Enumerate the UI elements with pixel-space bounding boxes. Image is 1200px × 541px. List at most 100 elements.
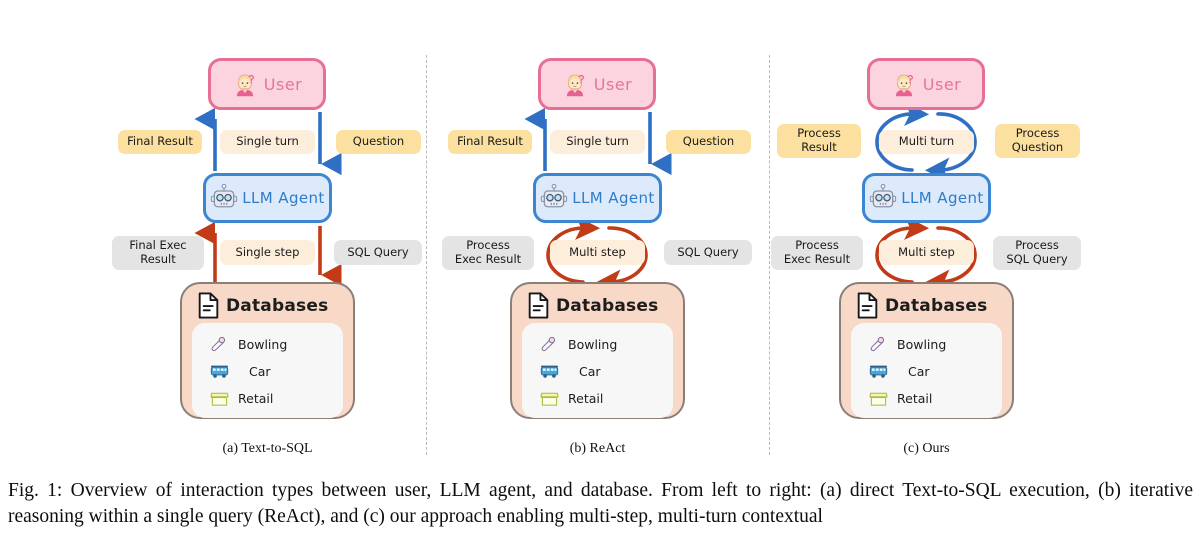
panel-react: User LLM Agent Databases Bowling bbox=[426, 0, 769, 470]
chip-top-mid-c: Multi turn bbox=[879, 130, 974, 154]
database-title-row: Databases bbox=[856, 292, 1002, 319]
chip-top-right-c-line-1: Process bbox=[1015, 126, 1060, 141]
user-node-c[interactable]: User bbox=[867, 58, 985, 110]
database-item-label: Retail bbox=[238, 391, 274, 406]
chip-bot-right-c-line-1: Process bbox=[1015, 238, 1059, 253]
user-node-label: User bbox=[593, 74, 633, 94]
figure-caption: Fig. 1: Overview of interaction types be… bbox=[8, 478, 1193, 530]
database-list-item[interactable]: Bowling bbox=[869, 331, 1002, 358]
bowling-pin-icon bbox=[210, 335, 229, 354]
chip-top-left-b: Final Result bbox=[448, 130, 532, 154]
chip-bot-mid-a-line-1: Single step bbox=[235, 244, 300, 259]
chip-top-right-c-line-2: Question bbox=[1011, 140, 1064, 154]
chip-bot-right-a-line-1: SQL Query bbox=[347, 244, 409, 259]
chip-top-left-a-line-1: Final Result bbox=[127, 134, 193, 149]
llm-agent-node-b[interactable]: LLM Agent bbox=[533, 173, 662, 223]
chip-bot-left-c-line-2: Exec Result bbox=[783, 252, 851, 266]
database-title-row: Databases bbox=[527, 292, 673, 319]
chip-bot-right-c-line-2: SQL Query bbox=[1006, 252, 1068, 266]
user-question-icon bbox=[562, 71, 588, 97]
shop-icon bbox=[540, 389, 559, 408]
database-item-label: Bowling bbox=[897, 337, 947, 352]
database-item-label: Retail bbox=[568, 391, 604, 406]
robot-icon bbox=[210, 183, 238, 212]
chip-bot-mid-b-line-1: Multi step bbox=[569, 244, 626, 259]
chip-top-left-c-line-1: Process bbox=[797, 126, 841, 141]
database-list-item[interactable]: Retail bbox=[540, 385, 673, 412]
database-list-item[interactable]: Retail bbox=[210, 385, 343, 412]
chip-top-left-b-line-1: Final Result bbox=[457, 134, 523, 149]
chip-bot-right-a: SQL Query bbox=[334, 240, 422, 265]
figure-canvas: User LLM Agent Databases Bowling bbox=[112, 0, 1081, 470]
database-list-item[interactable]: Retail bbox=[869, 385, 1002, 412]
database-item-label: Car bbox=[908, 364, 930, 379]
figure-caption-text: Fig. 1: Overview of interaction types be… bbox=[8, 480, 1193, 527]
chip-top-left-a: Final Result bbox=[118, 130, 202, 154]
bowling-pin-icon bbox=[540, 335, 559, 354]
database-item-label: Bowling bbox=[568, 337, 618, 352]
database-title: Databases bbox=[885, 295, 988, 316]
chip-top-right-b: Question bbox=[666, 130, 751, 154]
user-node-label: User bbox=[263, 74, 303, 94]
document-icon bbox=[856, 292, 879, 319]
database-list-item[interactable]: Bowling bbox=[210, 331, 343, 358]
sub-caption-b: (b) ReAct bbox=[569, 441, 626, 456]
user-question-icon bbox=[232, 71, 258, 97]
chip-top-mid-a: Single turn bbox=[220, 130, 315, 154]
bowling-pin-icon bbox=[869, 335, 888, 354]
robot-icon bbox=[540, 183, 568, 212]
user-node-a[interactable]: User bbox=[208, 58, 326, 110]
robot-icon bbox=[869, 183, 897, 212]
sub-caption-a: (a) Text-to-SQL bbox=[222, 441, 313, 456]
database-list-item[interactable]: Car bbox=[540, 358, 673, 385]
chip-top-right-b-line-1: Question bbox=[682, 134, 735, 149]
chip-bot-left-c-line-1: Process bbox=[795, 238, 839, 253]
chip-bot-left-b-line-1: Process bbox=[466, 238, 510, 253]
chip-top-mid-c-line-1: Multi turn bbox=[898, 134, 955, 149]
database-list: Bowling Car Retail bbox=[851, 323, 1002, 418]
sub-caption-c: (c) Ours bbox=[903, 441, 950, 456]
database-list-item[interactable]: Car bbox=[210, 358, 343, 385]
database-title-row: Databases bbox=[197, 292, 343, 319]
database-item-label: Car bbox=[249, 364, 271, 379]
chip-bot-mid-a: Single step bbox=[220, 240, 315, 265]
shop-icon bbox=[210, 389, 229, 408]
document-icon bbox=[197, 292, 220, 319]
chip-bot-mid-b: Multi step bbox=[550, 240, 645, 265]
bus-icon bbox=[210, 362, 229, 381]
database-list-item[interactable]: Car bbox=[869, 358, 1002, 385]
llm-agent-node-label: LLM Agent bbox=[572, 189, 655, 207]
chip-top-mid-b-line-1: Single turn bbox=[566, 134, 629, 149]
database-title: Databases bbox=[556, 295, 659, 316]
llm-agent-node-label: LLM Agent bbox=[242, 189, 325, 207]
database-list: Bowling Car Retail bbox=[192, 323, 343, 418]
chip-top-mid-a-line-1: Single turn bbox=[236, 134, 299, 149]
llm-agent-node-label: LLM Agent bbox=[901, 189, 984, 207]
user-node-b[interactable]: User bbox=[538, 58, 656, 110]
bus-icon bbox=[540, 362, 559, 381]
bus-icon bbox=[869, 362, 888, 381]
chip-top-mid-b: Single turn bbox=[550, 130, 645, 154]
database-item-label: Bowling bbox=[238, 337, 288, 352]
chip-bot-right-b-line-1: SQL Query bbox=[677, 244, 739, 259]
database-node-c[interactable]: Databases Bowling Car Retail bbox=[839, 282, 1014, 419]
database-node-b[interactable]: Databases Bowling Car Retail bbox=[510, 282, 685, 419]
shop-icon bbox=[869, 389, 888, 408]
chip-bot-left-a-line-1: Final Exec bbox=[129, 238, 187, 253]
chip-top-left-c-line-2: Result bbox=[801, 140, 837, 154]
database-title: Databases bbox=[226, 295, 329, 316]
llm-agent-node-c[interactable]: LLM Agent bbox=[862, 173, 991, 223]
llm-agent-node-a[interactable]: LLM Agent bbox=[203, 173, 332, 223]
database-item-label: Retail bbox=[897, 391, 933, 406]
panel-divider-1 bbox=[426, 55, 427, 455]
panel-divider-2 bbox=[769, 55, 770, 455]
database-list-item[interactable]: Bowling bbox=[540, 331, 673, 358]
chip-bot-mid-c: Multi step bbox=[879, 240, 974, 265]
database-node-a[interactable]: Databases Bowling Car Retail bbox=[180, 282, 355, 419]
